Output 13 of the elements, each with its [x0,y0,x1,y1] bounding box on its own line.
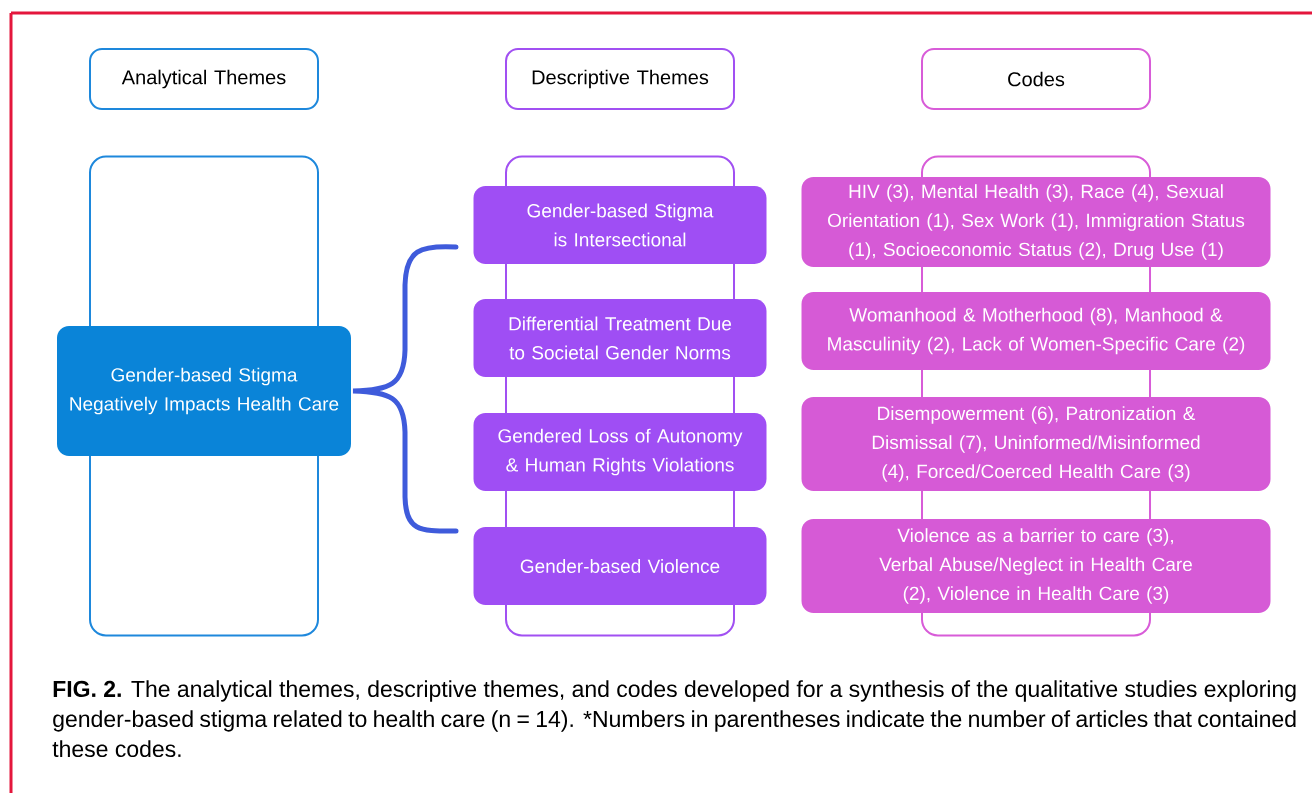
code-box: Disempowerment (6), Patronization & Dismissal (7), Uninformed/Misinformed (4), Forced/Coerced Health Care (3) [801,397,1271,491]
theme-box: Gender-based Stigma is Intersectional [473,186,767,264]
theme-box: Differential Treatment Due to Societal Gender Norms [473,299,767,377]
column-header: Analytical Themes [89,48,319,110]
theme-box: Gender-based Stigma Negatively Impacts Health Care [57,326,351,456]
column-header: Descriptive Themes [505,48,735,110]
caption: FIG. 2. The analytical themes, descriptive themes, and codes developed for a synthesis of the qualitative studies exploring gender-based stigma related to health care (n = 14). *Numbers in parentheses indicate the number of articles that contained these codes. [52,680,1296,758]
column-header: Codes [921,48,1151,110]
code-box: Womanhood & Motherhood (8), Manhood & Masculinity (2), Lack of Women-Specific Care (2) [801,292,1271,370]
theme-box: Gendered Loss of Autonomy & Human Rights Violations [473,413,767,491]
code-box: Violence as a barrier to care (3), Verbal Abuse/Neglect in Health Care (2), Violence in Health Care (3) [801,519,1271,613]
code-box: HIV (3), Mental Health (3), Race (4), Sexual Orientation (1), Sex Work (1), Immigration Status (1), Socioeconomic Status (2), Drug Use (1) [801,177,1271,267]
theme-box: Gender-based Violence [473,527,767,605]
